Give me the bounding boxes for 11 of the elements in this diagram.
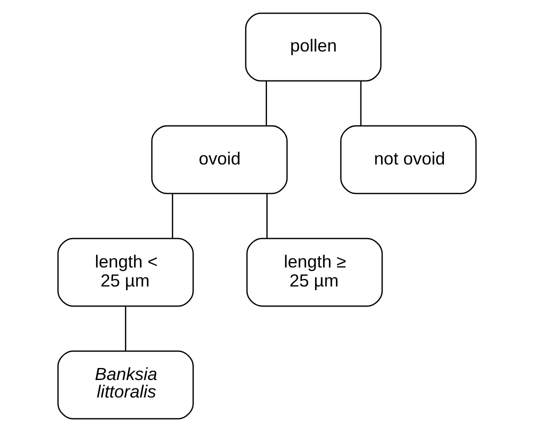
connector bbox=[172, 193, 174, 238]
node-box: pollen bbox=[245, 12, 382, 82]
connector bbox=[124, 306, 126, 351]
node-box: length ≥ 25 µm bbox=[246, 238, 383, 307]
connector bbox=[360, 80, 362, 126]
connector bbox=[266, 80, 267, 126]
node-box: length < 25 µm bbox=[57, 238, 194, 307]
node-box: not ovoid bbox=[340, 125, 477, 194]
connector bbox=[266, 193, 268, 238]
node-box: Banksia littoralis bbox=[57, 350, 194, 420]
node-box: ovoid bbox=[151, 125, 288, 194]
